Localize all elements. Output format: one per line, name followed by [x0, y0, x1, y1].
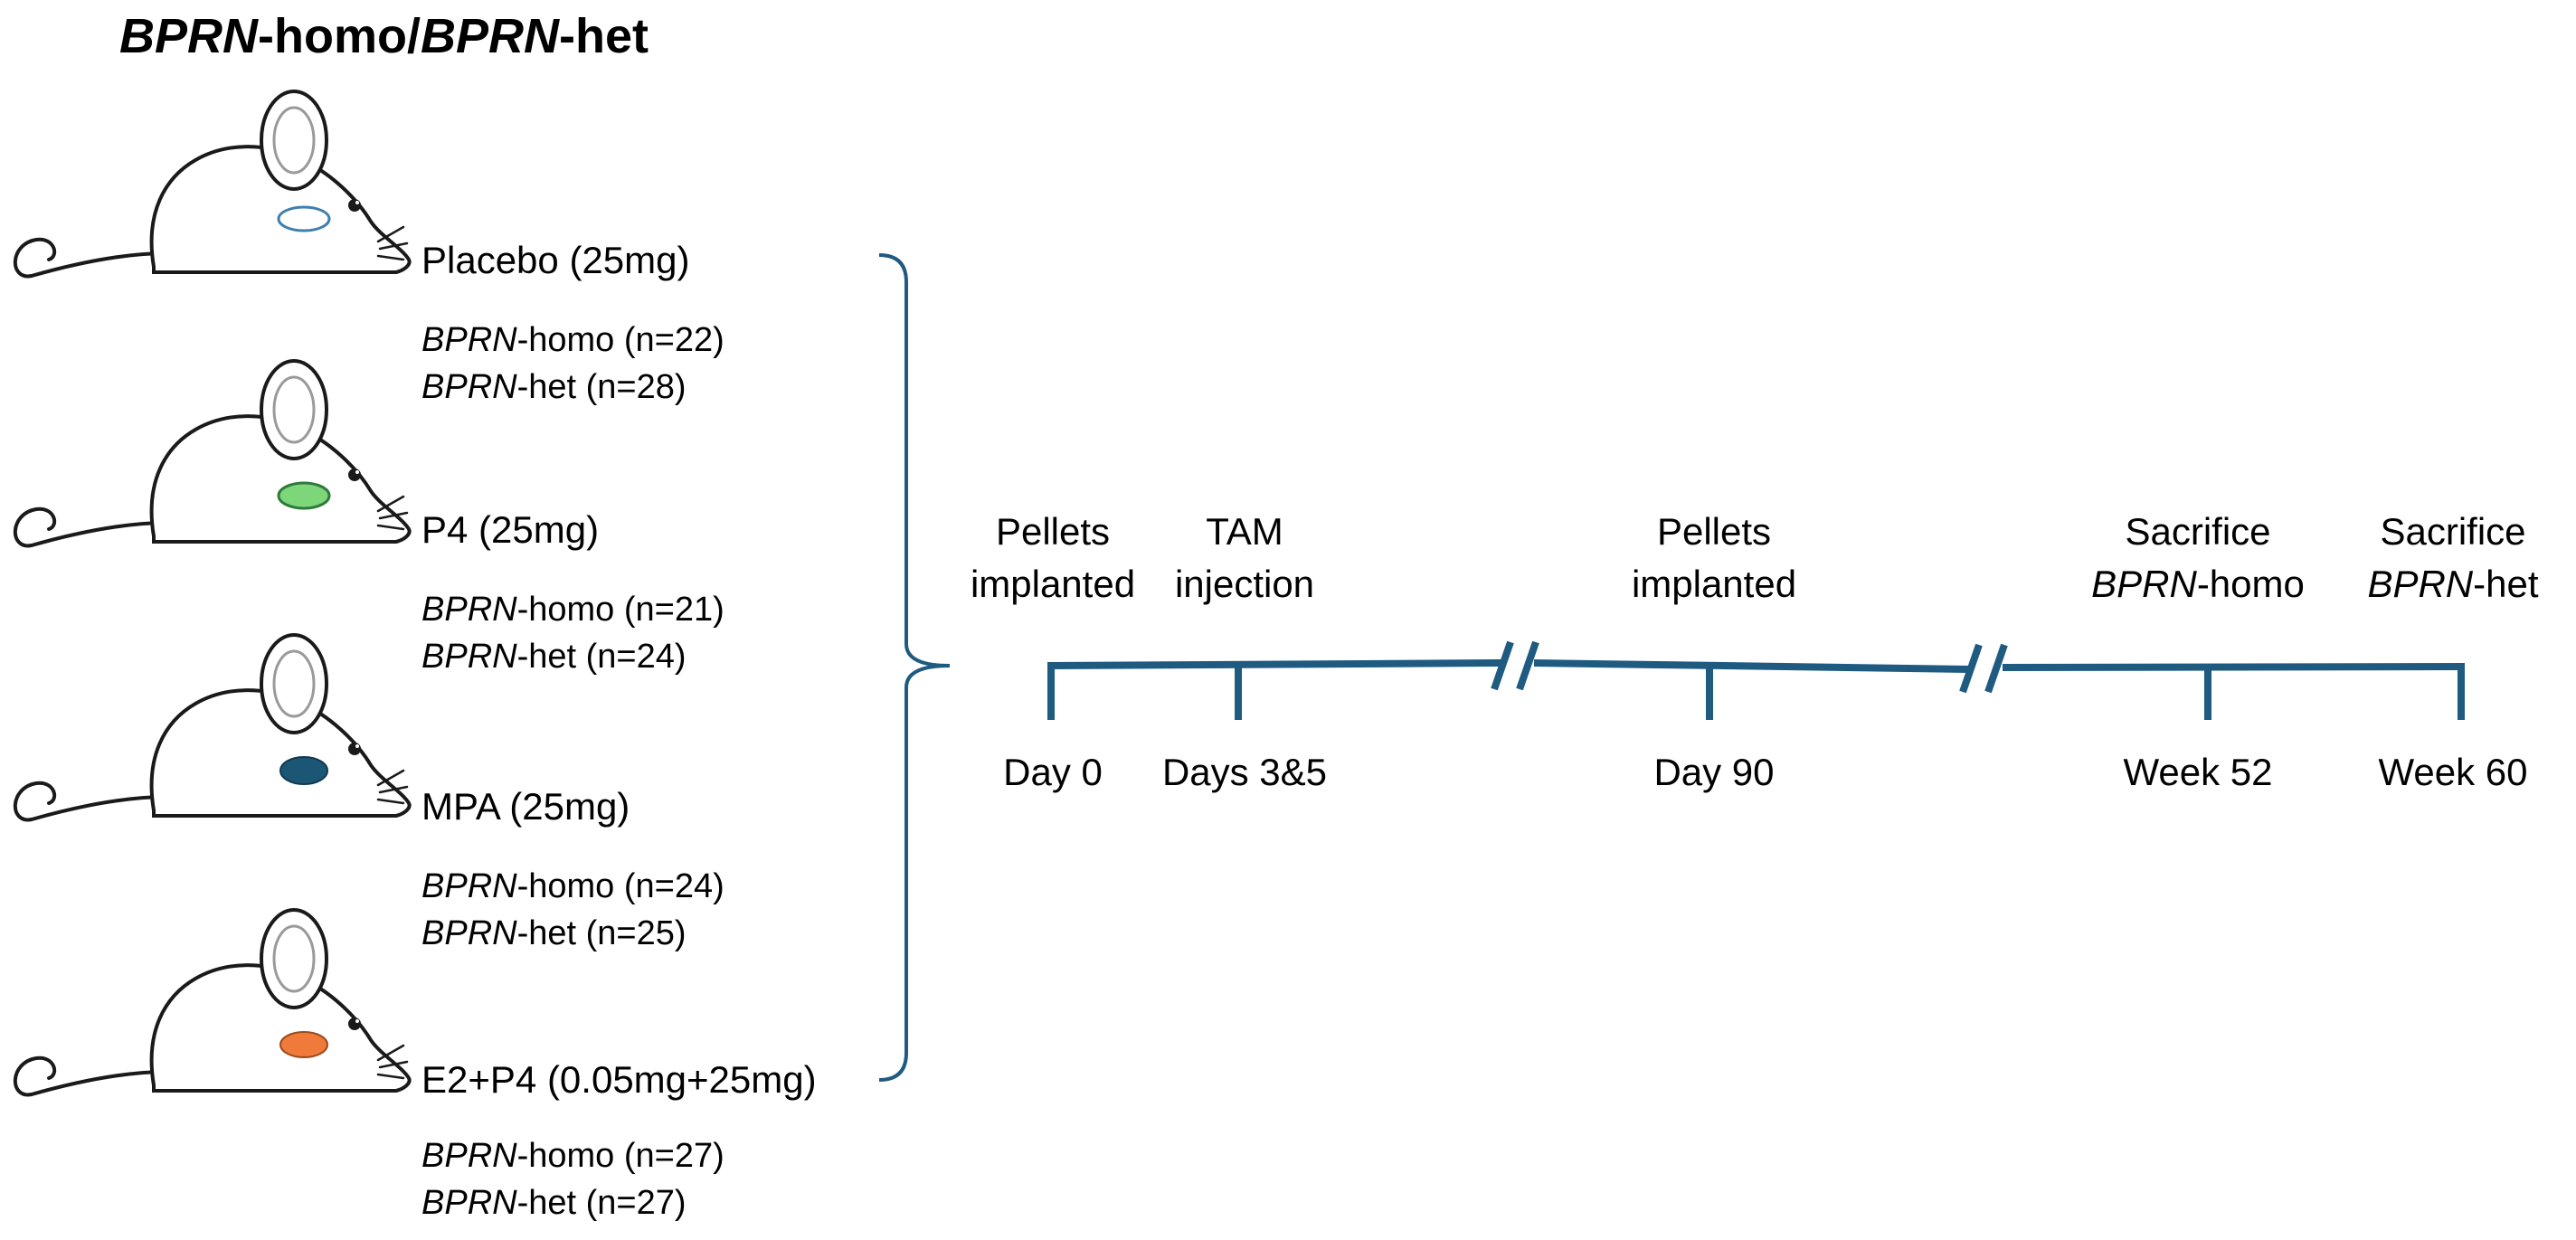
treatment-label: E2+P4 (0.05mg+25mg) [421, 1058, 817, 1101]
pellet-mpa-icon [279, 756, 328, 785]
timeline-segment [1050, 659, 1502, 669]
event-label-line1: TAM [1206, 510, 1283, 553]
group-p4: P4 (25mg) BPRN-homo (n=21) BPRN-het (n=2… [13, 359, 724, 676]
homo-count: BPRN-homo (n=27) [421, 1137, 724, 1175]
homo-count: BPRN-homo (n=21) [421, 591, 724, 629]
event-label-line1: Sacrifice [2125, 510, 2270, 553]
event-label-line2: injection [1175, 563, 1314, 605]
treatment-label: P4 (25mg) [421, 508, 599, 551]
figure-title: BPRN-homo/BPRN-het [119, 9, 649, 63]
group-mpa: MPA (25mg) BPRN-homo (n=24) BPRN-het (n=… [13, 633, 724, 952]
event-label-line1: Sacrifice [2380, 510, 2525, 553]
axis-break-mark [1491, 640, 1539, 691]
event-label-line2: implanted [971, 563, 1135, 605]
het-count: BPRN-het (n=25) [421, 914, 687, 952]
event-time: Day 90 [1653, 751, 1774, 793]
timeline-segment [1533, 659, 1971, 673]
event-label-line1: Pellets [996, 510, 1110, 553]
event-time: Week 60 [2379, 751, 2528, 793]
group-placebo: Placebo (25mg) BPRN-homo (n=22) BPRN-het… [13, 90, 724, 406]
event-time: Week 52 [2124, 751, 2273, 793]
het-count: BPRN-het (n=24) [421, 638, 687, 676]
group-e2p4: E2+P4 (0.05mg+25mg) BPRN-homo (n=27) BPR… [13, 908, 817, 1222]
mouse-icon [13, 908, 412, 1097]
pellet-p4-icon [277, 481, 331, 510]
treatment-label: MPA (25mg) [421, 785, 630, 828]
het-count: BPRN-het (n=28) [421, 368, 687, 406]
het-count: BPRN-het (n=27) [421, 1184, 687, 1222]
grouping-brace [878, 253, 951, 1082]
mouse-icon [13, 359, 412, 548]
event-label-line2: BPRN-het [2367, 563, 2538, 605]
axis-break-mark [1959, 643, 2008, 694]
event-label-line1: Pellets [1657, 510, 1771, 553]
treatment-label: Placebo (25mg) [421, 239, 689, 281]
pellet-placebo-icon [277, 205, 331, 232]
timeline: Pellets implanted Day 0 TAM injection Da… [971, 510, 2539, 793]
event-time: Day 0 [1003, 751, 1103, 793]
event-time: Days 3&5 [1162, 751, 1327, 793]
mouse-icon [13, 633, 412, 822]
pellet-e2p4-icon [279, 1031, 328, 1058]
homo-count: BPRN-homo (n=22) [421, 321, 724, 359]
event-label-line2: BPRN-homo [2091, 563, 2305, 605]
homo-count: BPRN-homo (n=24) [421, 867, 724, 905]
event-label-line2: implanted [1632, 563, 1796, 605]
mouse-icon [13, 90, 412, 279]
